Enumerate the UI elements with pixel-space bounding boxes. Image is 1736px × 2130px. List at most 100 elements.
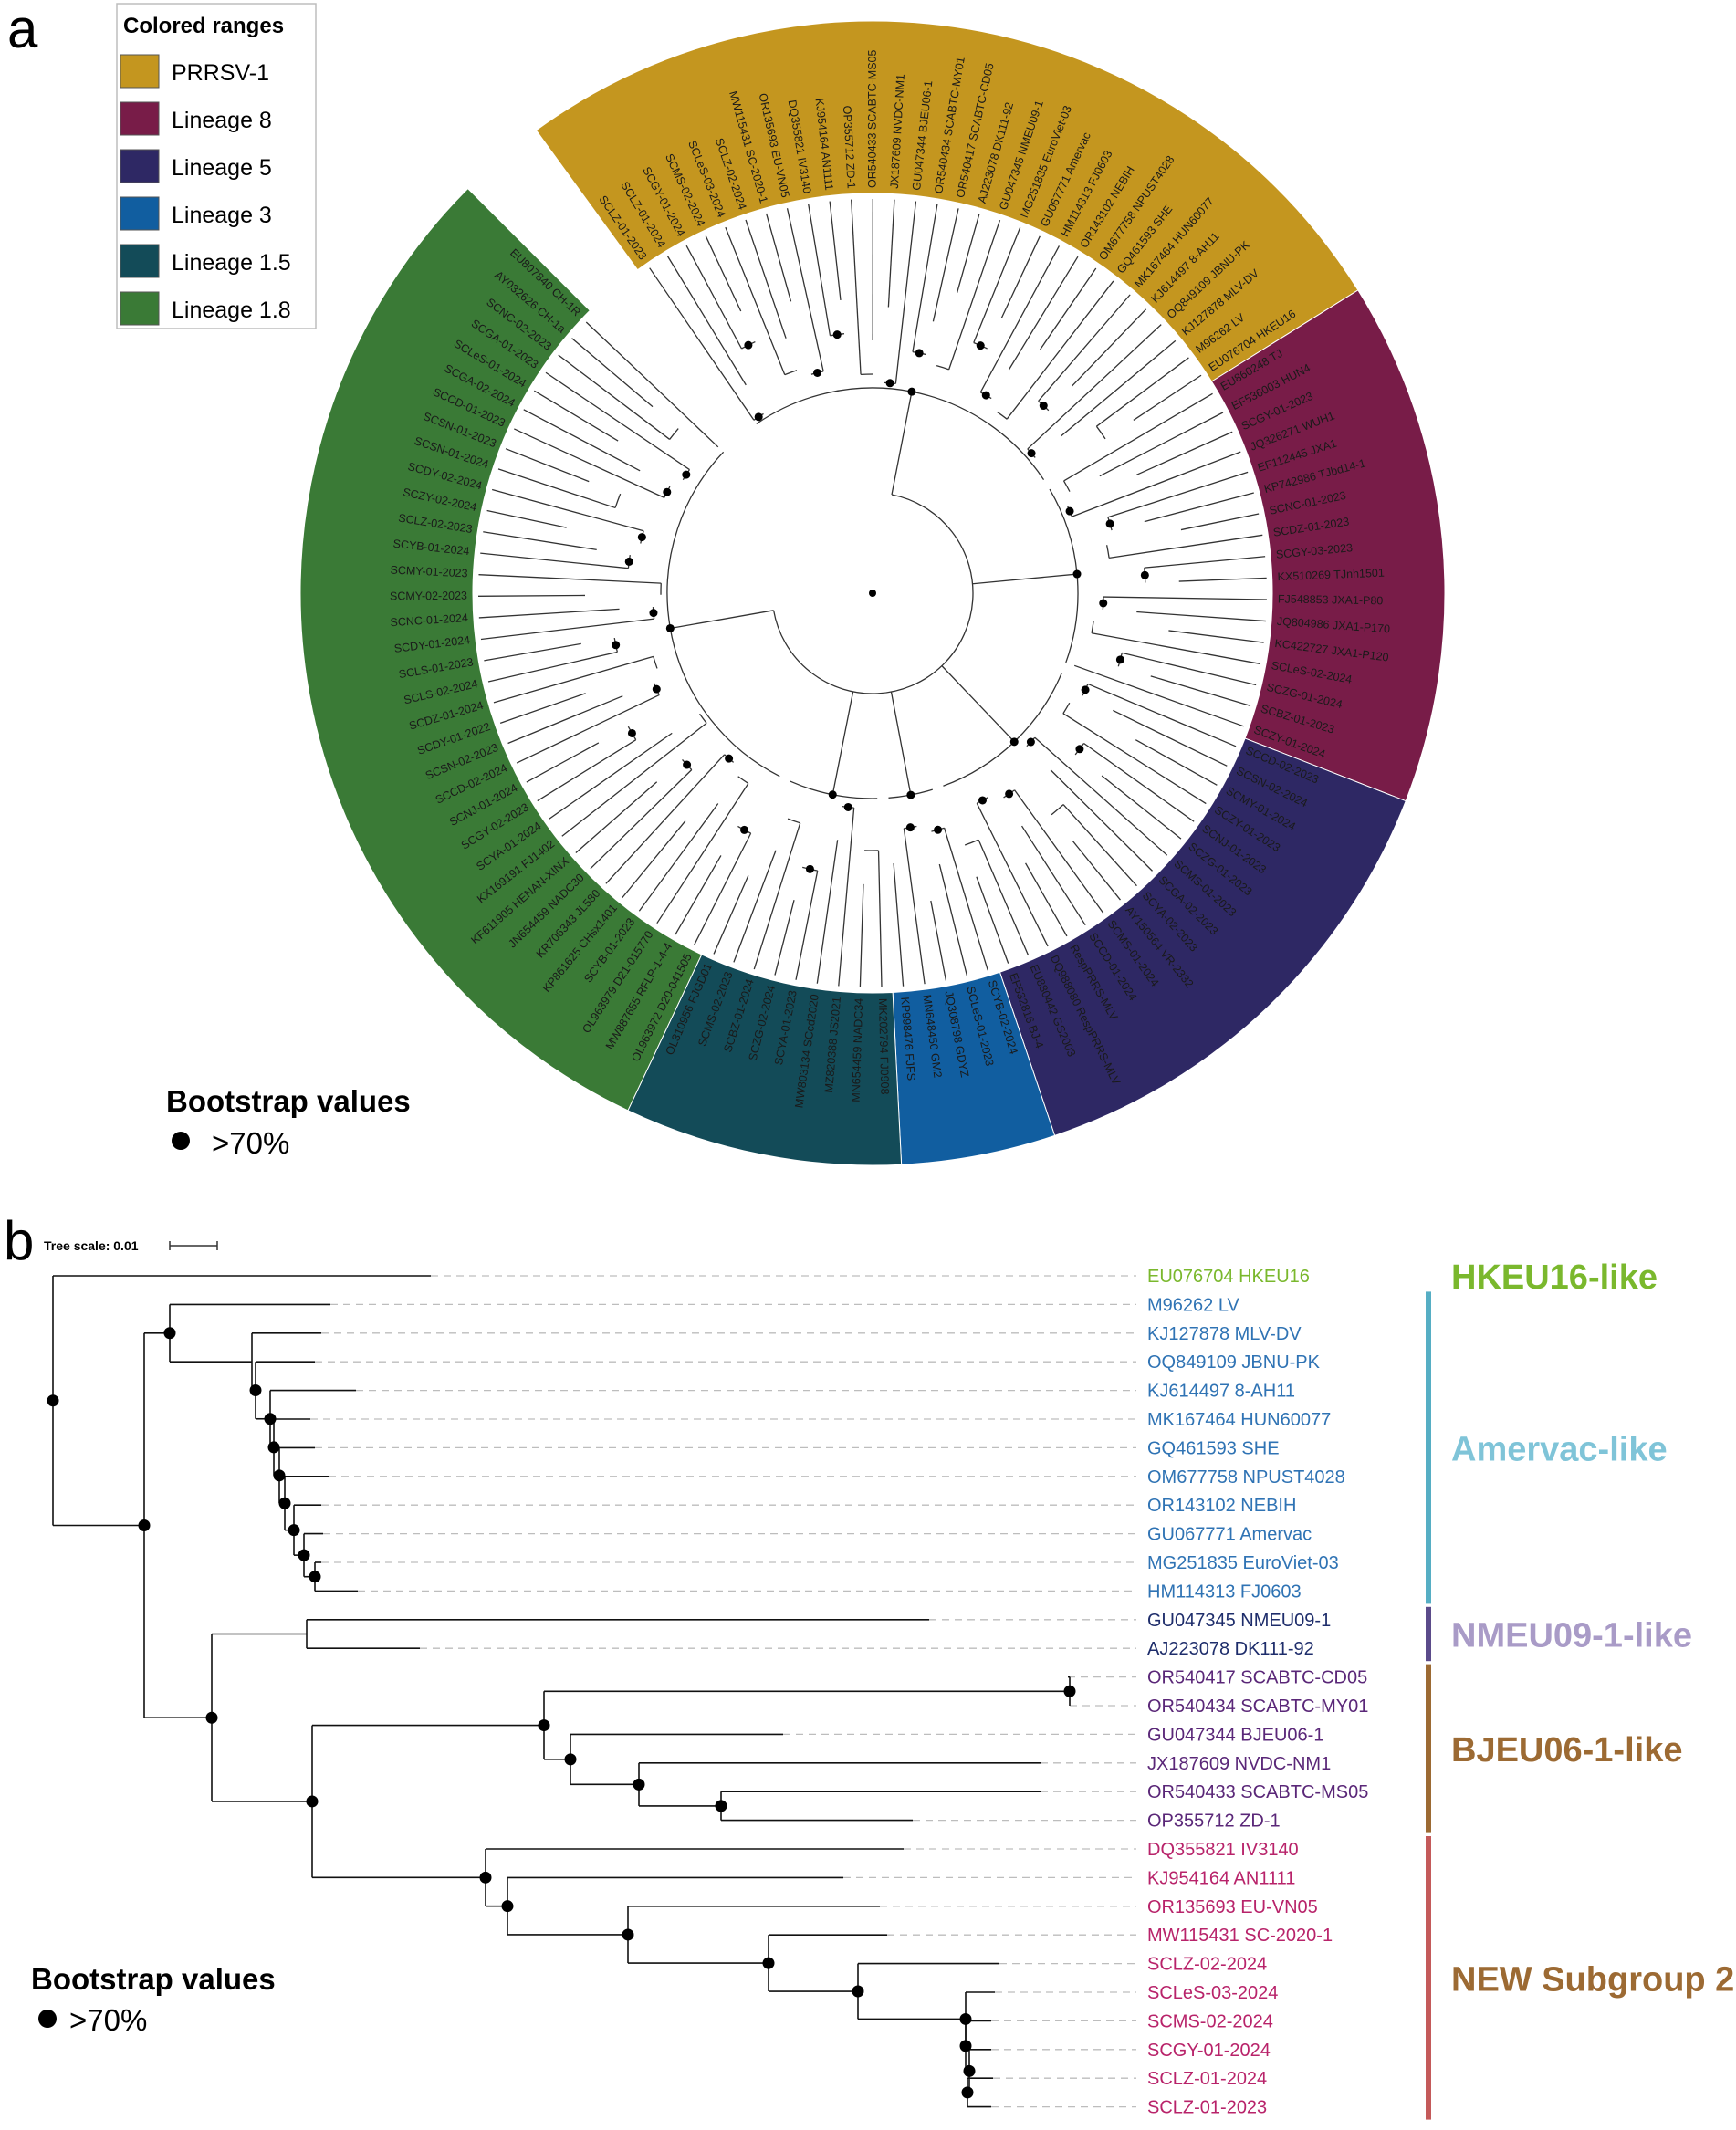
bootstrap-node (683, 760, 692, 769)
bootstrap-node (959, 2012, 972, 2025)
leaf-label: SCLZ-02-2024 (1147, 1955, 1267, 1975)
tree-branch (670, 610, 774, 630)
clade-inner-fill (875, 644, 1000, 993)
tree-branch (487, 651, 618, 683)
bootstrap-node (1027, 449, 1036, 458)
tree-branch (1133, 374, 1202, 421)
tree-branch (1038, 294, 1131, 402)
tree-branch (713, 875, 749, 955)
legend-label: Lineage 1.5 (172, 250, 291, 276)
bootstrap-node (627, 728, 636, 737)
tree-branch (656, 783, 749, 924)
tree-branch (1091, 621, 1094, 633)
tree-branch (1144, 556, 1266, 569)
tree-branch (480, 618, 654, 641)
leaf-label: GU047345 NMEU09-1 (1147, 1611, 1331, 1631)
tree-branch (571, 338, 654, 408)
leaf-label: EU076704 HKEU16 (1147, 1267, 1310, 1287)
bootstrap-node (828, 790, 837, 799)
bootstrap-node (624, 557, 633, 566)
tree-branch (1091, 632, 1261, 665)
subgroup-label: Amervac-like (1451, 1430, 1668, 1468)
bootstrap-node (805, 864, 814, 873)
leaf-label: OQ849109 JBNU-PK (1147, 1352, 1321, 1373)
leaf-label: GQ461593 SHE (1147, 1438, 1280, 1458)
tree-branch (614, 493, 622, 508)
bootstrap-node (622, 1928, 634, 1941)
tree-branch (1122, 652, 1257, 686)
bootstrap-node (978, 796, 988, 805)
leaf-label: OR540433 SCABTC-MS05 (866, 49, 879, 188)
leaf-label: OP355712 ZD-1 (1147, 1812, 1281, 1832)
leaf-label: GU047344 BJEU06-1 (1147, 1725, 1323, 1745)
bootstrap-node (905, 823, 915, 832)
tree-branch (829, 201, 842, 300)
tree-branch (1014, 789, 1104, 914)
bootstrap-node (852, 1985, 864, 1998)
bootstrap-node (612, 641, 621, 650)
tree-branch (784, 370, 798, 376)
tree-branch (976, 876, 1009, 964)
bootstrap-node (976, 341, 985, 350)
leaf-label: FJ548853 JXA1-P80 (1278, 592, 1384, 607)
tree-branch (514, 428, 665, 498)
leaf-label: KX510269 TJnh1501 (1277, 567, 1385, 584)
tree-branch (549, 732, 673, 820)
tree-branch (808, 204, 831, 336)
bootstrap-title: Bootstrap values (31, 1962, 276, 1996)
bootstrap-legend-b: Bootstrap values >70% (31, 1962, 276, 2037)
legend-label: Lineage 3 (172, 203, 272, 228)
bootstrap-node (649, 609, 658, 618)
leaf-label: JX187609 NVDC-NM1 (1147, 1754, 1331, 1774)
tree-branch (1034, 736, 1168, 856)
tree-branch (483, 531, 597, 550)
tree-branch (737, 776, 749, 785)
tree-branch (1063, 392, 1213, 482)
bootstrap-node (762, 1957, 775, 1969)
tree-branch (753, 822, 801, 970)
tree-branch (558, 354, 671, 440)
tree-branch (979, 245, 1061, 393)
leaf-label: SCGY-01-2024 (1147, 2041, 1271, 2061)
tree-branch (733, 850, 777, 963)
leaf-label: OM677758 NPUST4028 (1147, 1467, 1345, 1488)
circular-tree-ring (299, 20, 1446, 1166)
tree-branch (891, 392, 913, 496)
bootstrap-node (1140, 570, 1149, 579)
bootstrap-node (298, 1549, 310, 1561)
bootstrap-threshold: >70% (69, 2003, 147, 2037)
tree-branch (838, 808, 855, 987)
tree-branch (787, 818, 800, 824)
leaf-label: OR540433 SCABTC-MS05 (1147, 1782, 1368, 1802)
tree-branch (1096, 357, 1189, 427)
leaf-label: SCMY-01-2023 (390, 563, 468, 579)
tree-branch (1106, 545, 1110, 559)
legend-label: Lineage 1.8 (172, 298, 291, 323)
tree-branch (526, 742, 600, 783)
tree-branch (480, 552, 629, 569)
bootstrap-node (278, 1497, 291, 1509)
legend-item: Lineage 1.5 (120, 244, 291, 278)
tree-branch (930, 900, 947, 981)
panel-a-letter: a (7, 0, 38, 59)
rectangular-tree (47, 1275, 1136, 2108)
tree-root (869, 590, 876, 597)
tree-branch (699, 713, 707, 724)
tree-branch (605, 754, 726, 884)
leaf-label: GU067771 Amervac (1147, 1525, 1312, 1545)
tree-branch (912, 204, 938, 352)
tree-branch (948, 219, 1001, 371)
tree-branch (484, 642, 581, 662)
bootstrap-node (665, 623, 675, 632)
leaf-label: OP355712 ZD-1 (841, 105, 858, 189)
tree-branch (507, 695, 623, 745)
tree-branch (795, 870, 819, 980)
tree-branch (478, 608, 620, 619)
tree-branch (1144, 492, 1254, 523)
tree-branch (694, 832, 752, 945)
tree-scale: Tree scale: 0.01 (44, 1238, 218, 1253)
tree-branch (493, 655, 654, 704)
bootstrap-node (1063, 1685, 1076, 1697)
bootstrap-node (309, 1571, 321, 1583)
leaf-label: MN654459 NADC34 (850, 997, 866, 1102)
